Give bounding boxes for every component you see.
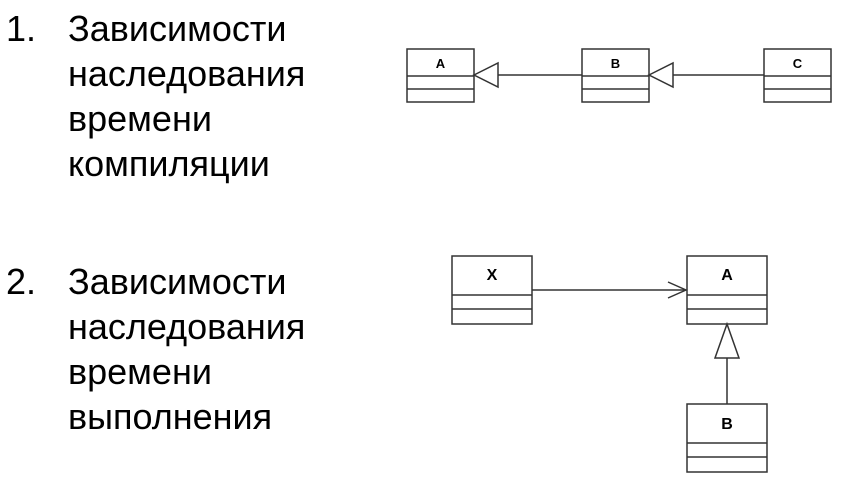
open-arrowhead [667, 281, 688, 299]
text-line: выполнения [68, 396, 273, 437]
class-box-b: B [686, 403, 768, 473]
hollow-triangle-arrowhead [472, 61, 499, 89]
class-name: A [721, 267, 733, 284]
class-name: A [436, 56, 446, 71]
class-name: C [793, 56, 803, 71]
class-box-frame [686, 403, 768, 473]
runtime-diagram: X A B [451, 255, 768, 473]
compile-time-diagram: A B C [406, 48, 832, 103]
text-line: Зависимости [68, 261, 287, 302]
list-number: 1. [6, 8, 37, 49]
inheritance-arrow-c-to-b [647, 61, 764, 89]
association-arrow-x-to-a [532, 281, 688, 299]
class-box-b: B [581, 48, 650, 103]
list-item-text: Зависимости наследования времени компиля… [68, 6, 368, 186]
list-number: 2. [6, 261, 37, 302]
text-line: наследования [68, 306, 306, 347]
class-box-c: C [763, 48, 832, 103]
text-line: компиляции [68, 143, 270, 184]
class-box-frame [686, 255, 768, 325]
hollow-triangle-arrowhead [647, 61, 674, 89]
class-name: X [487, 267, 498, 284]
hollow-triangle-arrowhead [713, 321, 741, 359]
class-name: B [611, 56, 620, 71]
text-line: Зависимости [68, 8, 287, 49]
text-line: времени [68, 351, 212, 392]
class-name: B [721, 416, 733, 433]
text-line: времени [68, 98, 212, 139]
inheritance-arrow-b-to-a [472, 61, 582, 89]
text-line: наследования [68, 53, 306, 94]
inheritance-arrow-b-to-a [713, 321, 741, 404]
class-box-a: A [686, 255, 768, 325]
list-item-text: Зависимости наследования времени выполне… [68, 259, 368, 439]
class-box-a: A [406, 48, 475, 103]
class-box-x: X [451, 255, 533, 325]
class-box-frame [451, 255, 533, 325]
